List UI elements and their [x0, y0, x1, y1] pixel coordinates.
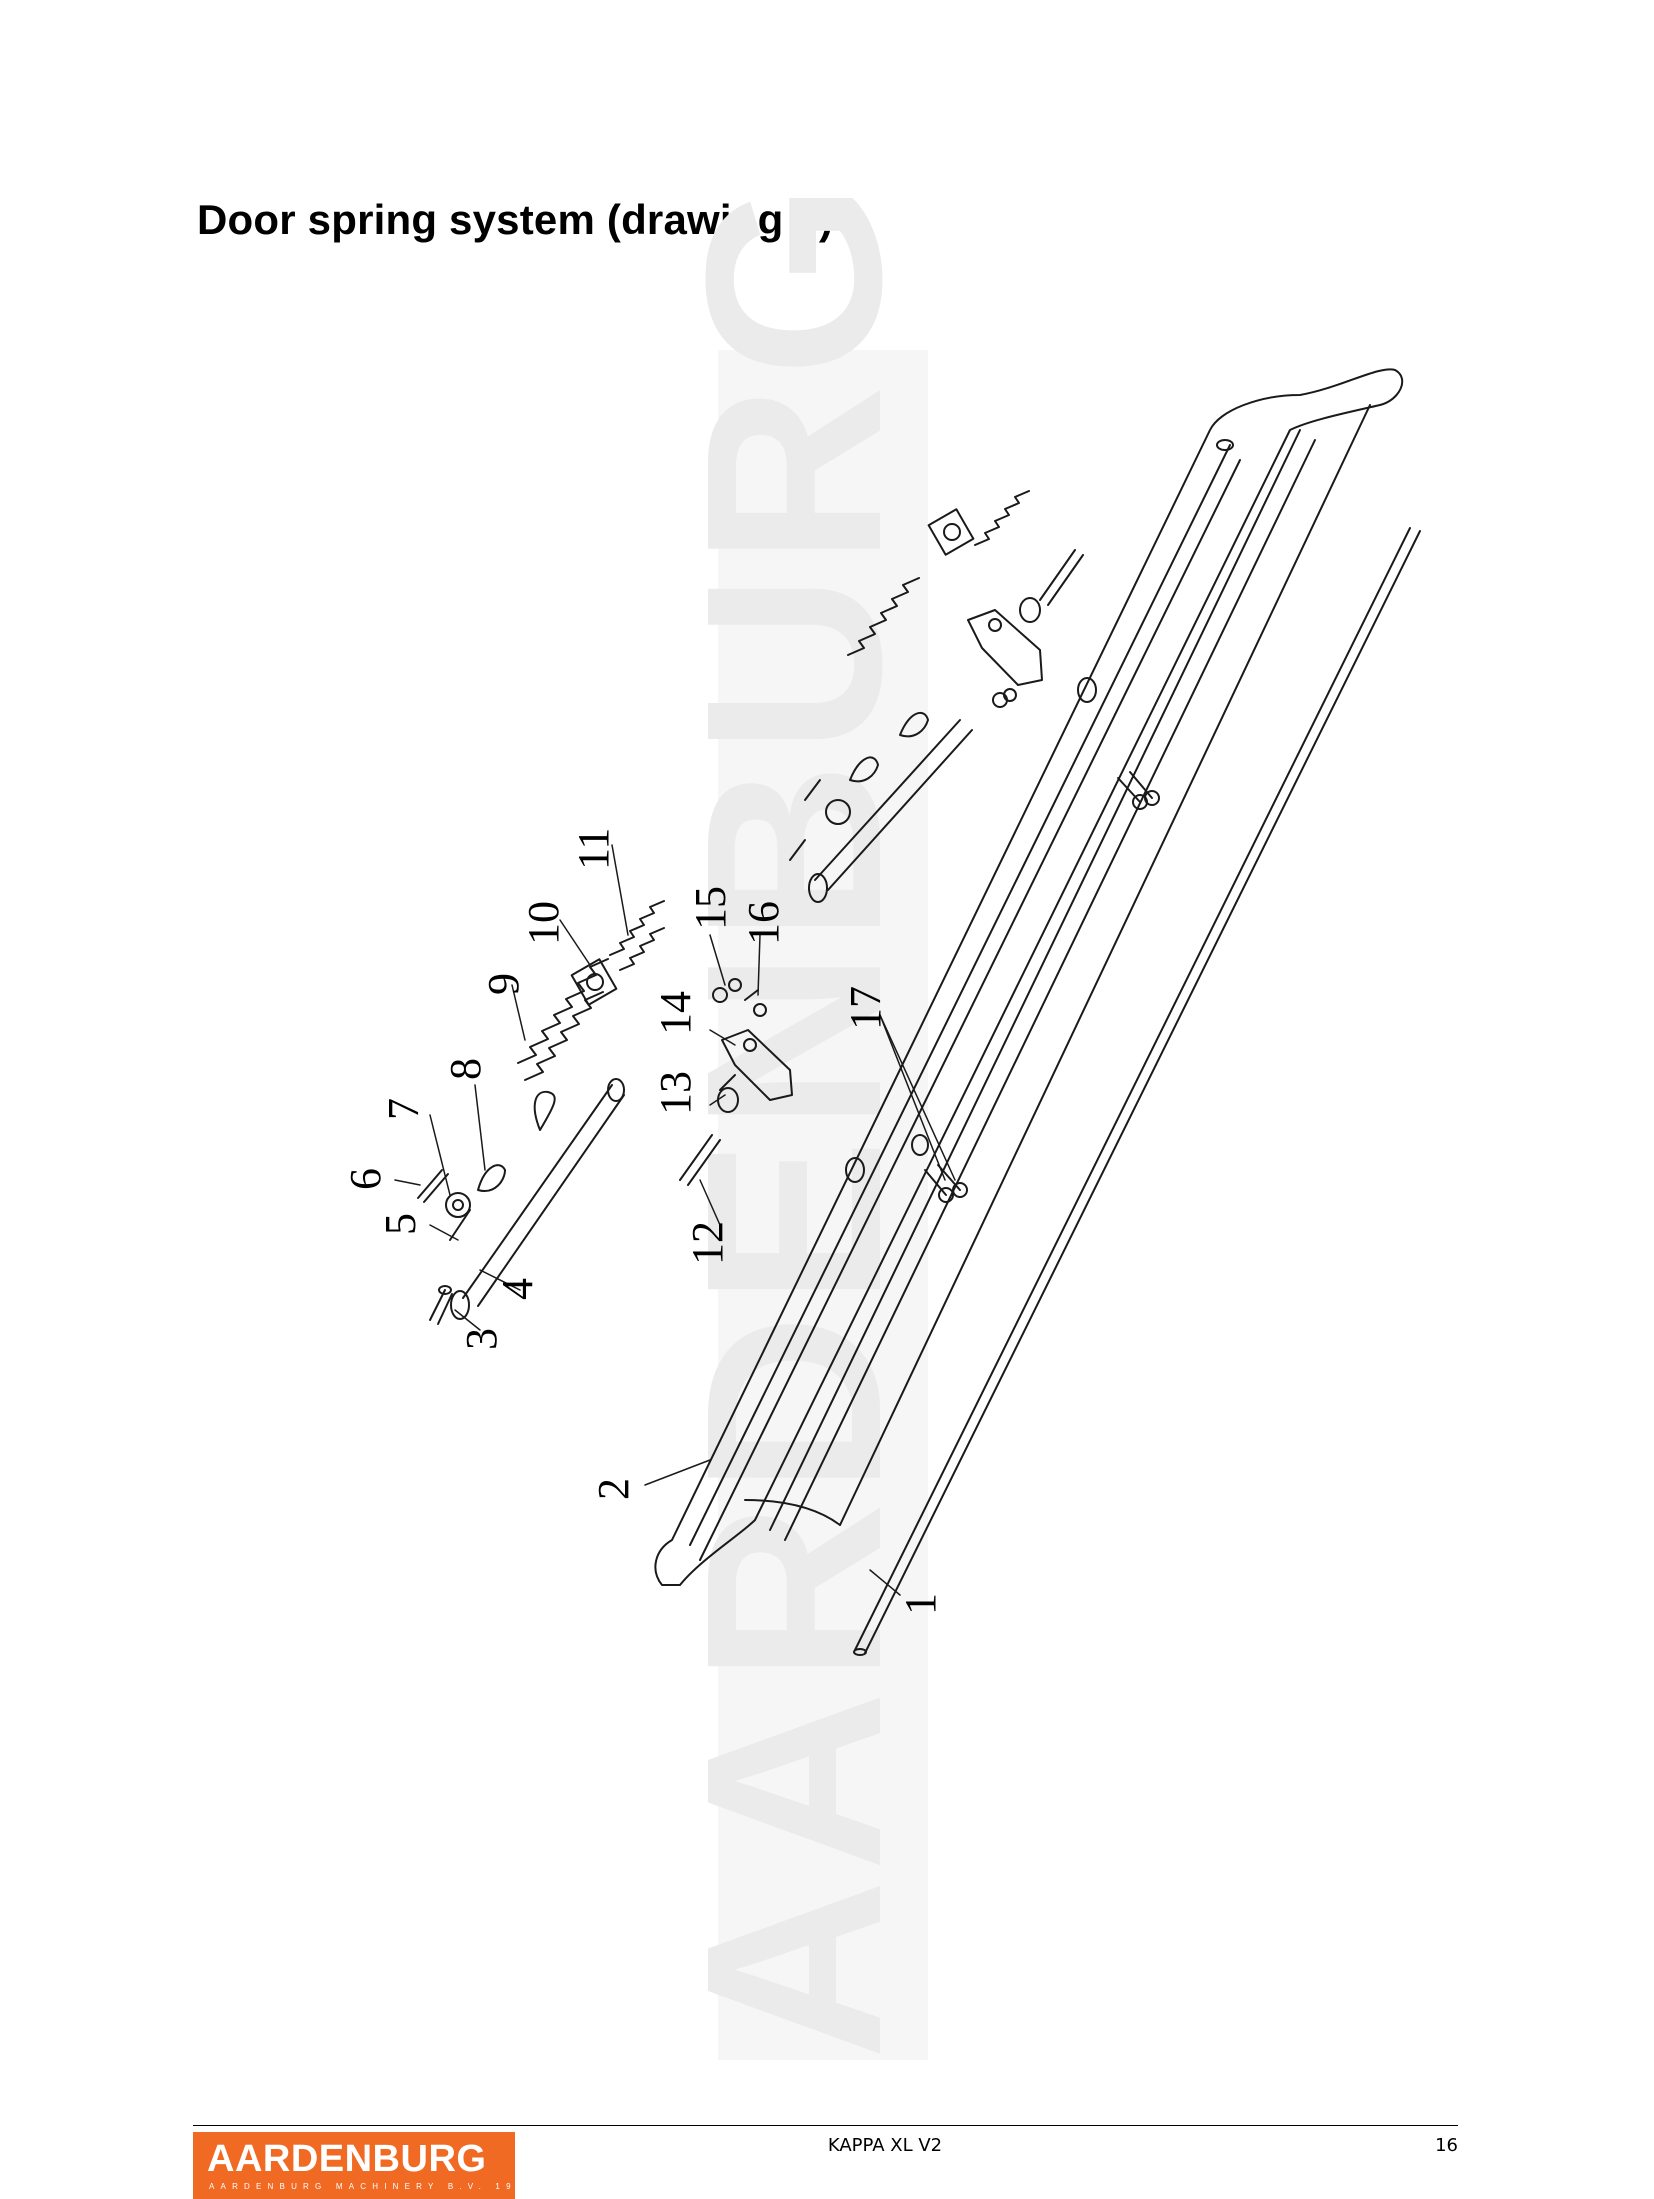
- label-10: 10: [519, 901, 568, 945]
- label-8: 8: [441, 1058, 490, 1080]
- label-16: 16: [739, 901, 788, 945]
- label-2: 2: [589, 1478, 638, 1500]
- hinge-shaft-right: [789, 711, 973, 903]
- spring-part-11: [609, 900, 665, 971]
- spring-right-b: [974, 490, 1030, 546]
- block-part-10: [570, 958, 618, 1006]
- label-14: 14: [651, 991, 700, 1035]
- bracket-right: [967, 549, 1084, 708]
- bolts-part-17: [924, 771, 1160, 1203]
- label-3: 3: [457, 1328, 506, 1350]
- label-13: 13: [651, 1071, 700, 1115]
- label-1: 1: [896, 1593, 945, 1615]
- rod-part-1: [853, 527, 1421, 1656]
- label-11: 11: [569, 828, 618, 870]
- pin-part-6: [417, 1169, 449, 1203]
- logo-subtitle: AARDENBURG MACHINERY B.V. 1974: [209, 2182, 539, 2191]
- label-5: 5: [376, 1213, 425, 1235]
- pin-part-5: [449, 1209, 471, 1241]
- label-17: 17: [841, 986, 890, 1030]
- spring-part-9: [517, 958, 609, 1081]
- block-right: [927, 508, 975, 556]
- hinge-shaft-part-4: [450, 1078, 625, 1320]
- company-logo: AARDENBURG AARDENBURG MACHINERY B.V. 197…: [193, 2132, 532, 2199]
- label-7: 7: [379, 1098, 428, 1120]
- leader-lines: [394, 844, 956, 1596]
- pin-part-16: [744, 989, 767, 1017]
- label-12: 12: [683, 1221, 732, 1265]
- footer-rule: [193, 2125, 1458, 2126]
- label-9: 9: [479, 973, 528, 995]
- label-6: 6: [341, 1168, 390, 1190]
- bolt-part-12: [679, 1134, 721, 1186]
- footer-document-name: KAPPA XL V2: [827, 2135, 943, 2156]
- watermark: AARDENBURG: [654, 174, 933, 2060]
- logo-wordmark: AARDENBURG: [207, 2138, 487, 2180]
- label-15: 15: [686, 886, 735, 930]
- clip-part-8: [477, 1164, 506, 1192]
- footer-page-number: 16: [1435, 2135, 1458, 2156]
- label-4: 4: [493, 1278, 542, 1300]
- washer-part-7: [445, 1192, 471, 1218]
- door-frame-part-2: [654, 368, 1404, 1586]
- page-title: Door spring system (drawing 7): [197, 196, 834, 243]
- spring-right-a: [847, 577, 920, 656]
- watermark-text: AARDENBURG: [654, 174, 933, 2060]
- nut-part-15: [712, 978, 742, 1003]
- bracket-part-14: [721, 1029, 793, 1101]
- bolt-part-3: [429, 1285, 453, 1325]
